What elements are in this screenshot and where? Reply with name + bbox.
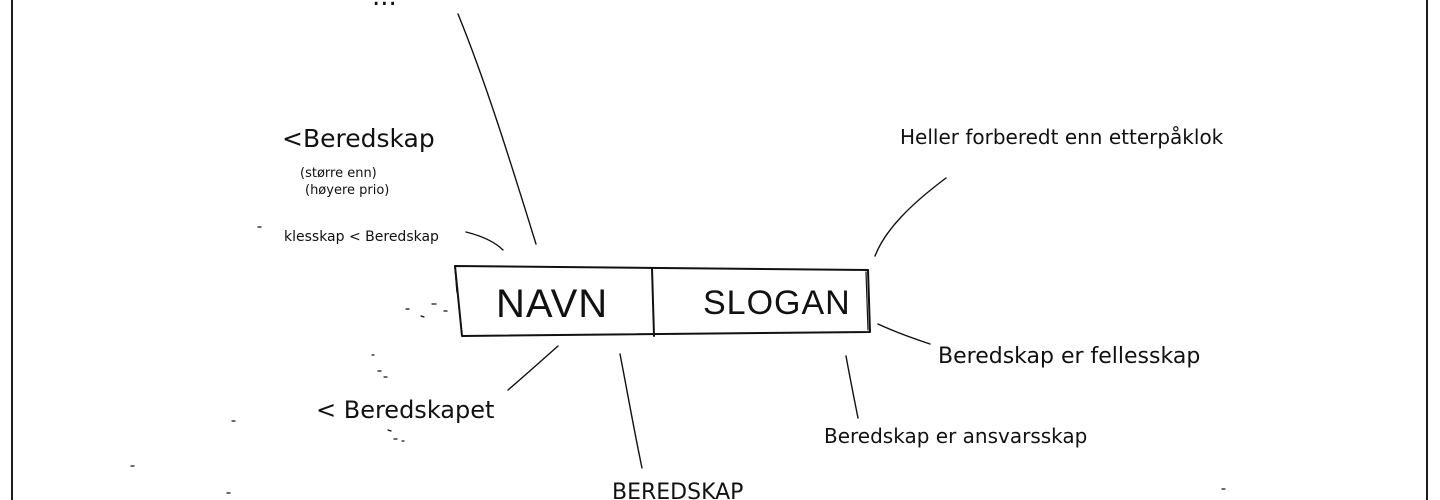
- frame-right-border: [1426, 0, 1428, 500]
- top-cut-text: ...: [372, 0, 397, 12]
- name-slogan-box: [454, 265, 871, 337]
- stray-mark-3: [387, 429, 405, 442]
- beredskap-main-label: <Beredskap: [282, 124, 435, 153]
- connector-klesskap: [465, 231, 504, 251]
- slogan-option-ansvar: Beredskap er ansvarsskap: [824, 424, 1088, 448]
- higher-priority-note: (høyere prio): [305, 183, 390, 198]
- connector-beredskapet: [507, 345, 559, 391]
- box-divider: [651, 267, 655, 337]
- name-label: NAVN: [496, 282, 609, 326]
- stray-mark-1: [405, 303, 448, 318]
- slogan-option-heller: Heller forberedt enn etterpåklok: [900, 125, 1224, 149]
- connector-bottom: [619, 353, 643, 469]
- stray-mark-4: [130, 226, 1226, 494]
- box-left-tick: [454, 265, 458, 293]
- frame-left-border: [11, 0, 13, 500]
- stray-mark-2: [371, 354, 388, 378]
- slogan-label: SLOGAN: [703, 284, 851, 322]
- larger-than-note: (større enn): [300, 166, 377, 181]
- connector-felles: [877, 323, 931, 345]
- connector-heller: [874, 177, 947, 257]
- name-option-beredskapet: < Beredskapet: [316, 396, 495, 424]
- connector-ansvar: [845, 355, 859, 419]
- name-option-bottom: BEREDSKAP: [612, 480, 744, 500]
- connector-top: [457, 13, 537, 245]
- box-right-stroke: [865, 271, 869, 331]
- klesskap-comparison: klesskap < Beredskap: [284, 229, 439, 245]
- slogan-option-felles: Beredskap er fellesskap: [938, 344, 1201, 369]
